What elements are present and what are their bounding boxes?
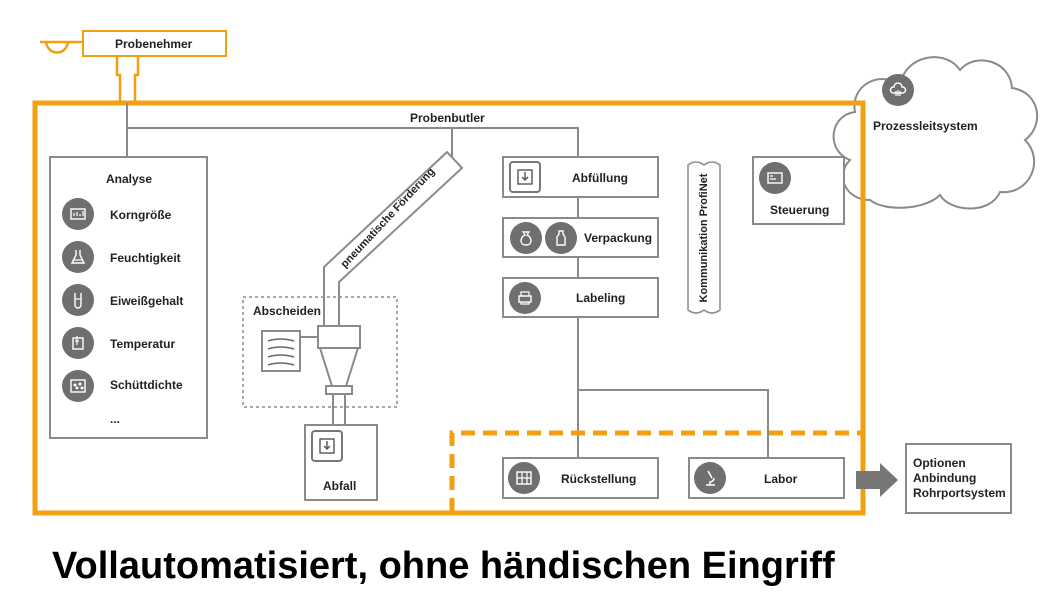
- control-panel-icon: [759, 162, 791, 194]
- options-line-3: Rohrportsystem: [913, 486, 1006, 500]
- caption: Vollautomatisiert, ohne händischen Eingr…: [52, 545, 835, 587]
- sack-icon: [510, 222, 542, 254]
- bulk-density-icon: [62, 370, 94, 402]
- profinet-capsule: [687, 161, 721, 314]
- pneumatic-tube: [323, 150, 464, 327]
- cyclone-top: [317, 325, 361, 349]
- bottle-icon: [545, 222, 577, 254]
- options-box: [905, 443, 1012, 514]
- protein-icon: [62, 284, 94, 316]
- cloud-label: Prozessleitsystem: [873, 119, 978, 133]
- filling-label: Abfüllung: [572, 171, 628, 185]
- options-line-1: Optionen: [913, 456, 966, 470]
- storage-frame: [449, 430, 862, 512]
- analysis-item-moisture: Feuchtigkeit: [110, 251, 181, 265]
- sampler-funnel: [40, 40, 72, 54]
- temperature-icon: [62, 327, 94, 359]
- moisture-icon: [62, 241, 94, 273]
- grain-size-icon: [62, 198, 94, 230]
- sampler-label: Probenehmer: [115, 37, 193, 51]
- analysis-item-bulk-density: Schüttdichte: [110, 378, 183, 392]
- options-line-2: Anbindung: [913, 471, 977, 485]
- analysis-item-temperature: Temperatur: [110, 337, 176, 351]
- packaging-label: Verpackung: [584, 231, 653, 245]
- sampler-stem: [115, 57, 140, 103]
- butler-frame: [32, 100, 866, 516]
- analysis-item-protein: Eiweißgehalt: [110, 294, 184, 308]
- separate-label: Abscheiden: [253, 304, 322, 318]
- waste-label: Abfall: [323, 479, 357, 493]
- printer-icon: [509, 282, 541, 314]
- filter-doc: [261, 330, 301, 372]
- retention-label: Rückstellung: [561, 472, 637, 486]
- waste-icon: [311, 430, 343, 462]
- lab-label: Labor: [764, 472, 798, 486]
- labeling-label: Labeling: [576, 291, 626, 305]
- cyclone-outlet: [325, 385, 353, 395]
- process-control-icon: [882, 74, 914, 106]
- line-branch-lab: [578, 389, 769, 457]
- filling-icon: [509, 161, 541, 193]
- storage-shelf-icon: [508, 462, 540, 494]
- sampler-box: [82, 30, 227, 57]
- butler-label: Probenbutler: [410, 111, 485, 125]
- cyclone-cone: [318, 347, 360, 387]
- analysis-title: Analyse: [106, 172, 153, 186]
- arrow-to-options: [856, 463, 898, 497]
- communication-label: Kommunikation ProfiNet: [698, 173, 710, 303]
- analysis-item-grain-size: Korngröße: [110, 208, 172, 222]
- microscope-icon: [694, 462, 726, 494]
- analysis-more: ...: [110, 412, 121, 426]
- line-butler-bus: [127, 127, 579, 156]
- control-label: Steuerung: [770, 203, 830, 217]
